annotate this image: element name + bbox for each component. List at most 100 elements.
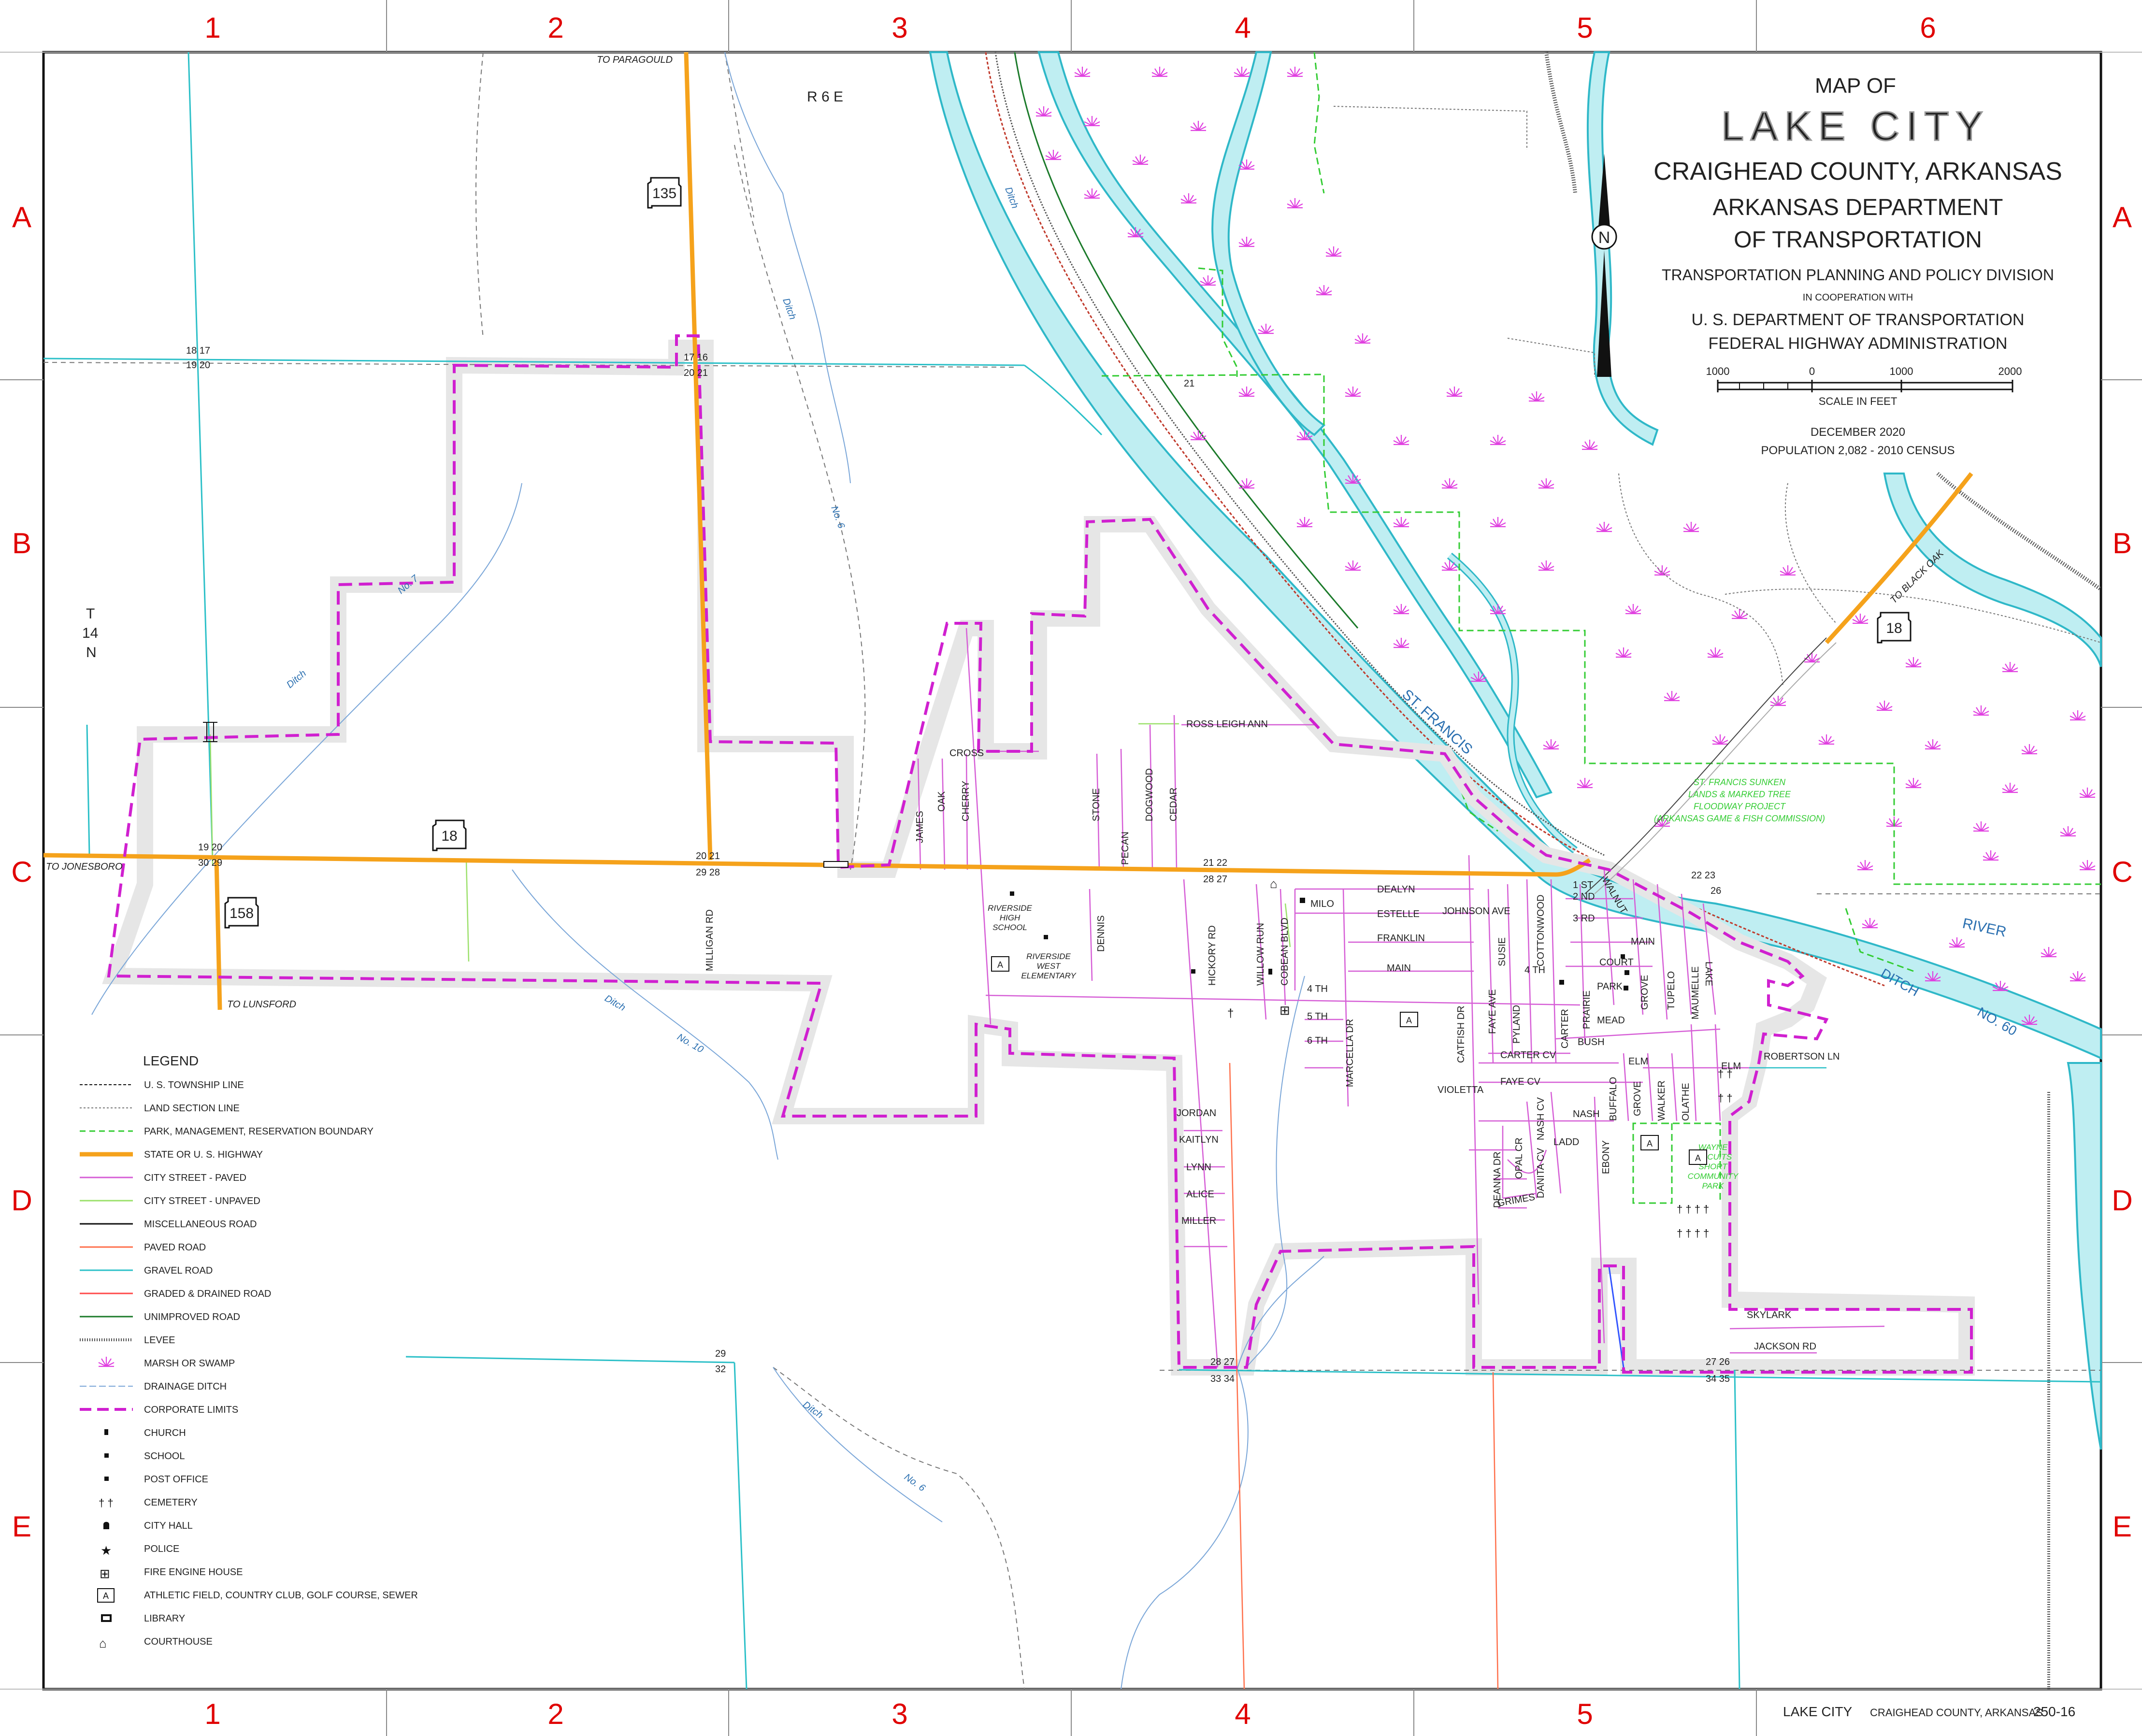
svg-text:20 21: 20 21	[684, 368, 708, 378]
svg-text:26: 26	[1711, 886, 1721, 896]
cemetery-icon: † † † †	[1677, 1203, 1709, 1215]
svg-text:27 26: 27 26	[1706, 1357, 1730, 1367]
grid-row-labels-left: A B C D E	[11, 201, 32, 1543]
label-no-10: No. 10	[676, 1032, 705, 1055]
grid-col-4-bottom: 4	[1235, 1698, 1251, 1730]
svg-text:21 22: 21 22	[1203, 858, 1227, 868]
fire-engine-house-icon: ⊞	[100, 1566, 110, 1581]
svg-text:CITY STREET - PAVED: CITY STREET - PAVED	[144, 1173, 246, 1183]
svg-text:CHURCH: CHURCH	[144, 1428, 186, 1438]
label-no-6-b: No. 6	[902, 1472, 927, 1494]
svg-text:WEST: WEST	[1036, 961, 1061, 971]
label-ditch-1: Ditch	[285, 668, 308, 690]
svg-text:18: 18	[441, 828, 457, 844]
label-walker: WALKER	[1656, 1080, 1667, 1121]
svg-text:LAND SECTION LINE: LAND SECTION LINE	[144, 1103, 240, 1114]
label-deanna-dr: DEANNA DR	[1492, 1151, 1503, 1208]
label-willow-run: WILLOW RUN	[1255, 923, 1266, 986]
label-alice: ALICE	[1186, 1189, 1214, 1200]
svg-text:DRAINAGE DITCH: DRAINAGE DITCH	[144, 1381, 227, 1392]
svg-text:PARK, MANAGEMENT, RESERVATION: PARK, MANAGEMENT, RESERVATION BOUNDARY	[144, 1126, 374, 1137]
grid-row-d: D	[11, 1184, 32, 1217]
grid-col-5-bottom: 5	[1577, 1698, 1593, 1730]
label-estelle: ESTELLE	[1377, 909, 1420, 919]
legend-samples	[80, 1084, 133, 1411]
label-milligan-rd: MILLIGAN RD	[704, 909, 715, 971]
cemetery-icon: † †	[1718, 1092, 1733, 1104]
section-numbers: 18 17 19 20 17 16 20 21 21 19 20 30 29 2…	[186, 345, 1730, 1384]
title-county: CRAIGHEAD COUNTY, ARKANSAS	[1653, 158, 2062, 186]
svg-text:A: A	[1695, 1153, 1701, 1163]
svg-text:34 35: 34 35	[1706, 1374, 1730, 1384]
svg-text:33 34: 33 34	[1210, 1374, 1235, 1384]
label-milo: MILO	[1310, 899, 1334, 909]
label-marcella-dr: MARCELLA DR	[1345, 1019, 1355, 1087]
label-kaitlyn: KAITLYN	[1179, 1134, 1219, 1145]
svg-text:28 27: 28 27	[1203, 874, 1227, 885]
grid-column-labels-top: 1 2 3 4 5 6	[204, 12, 1936, 44]
post-office-icon	[1624, 970, 1629, 975]
svg-text:U. S. TOWNSHIP LINE: U. S. TOWNSHIP LINE	[144, 1080, 244, 1090]
label-pyland: PYLAND	[1511, 1005, 1522, 1044]
label-elm-1: ELM	[1628, 1056, 1648, 1067]
svg-text:(ARKANSAS GAME & FISH COMMISSI: (ARKANSAS GAME & FISH COMMISSION)	[1654, 814, 1825, 823]
label-grove-n: GROVE	[1639, 975, 1650, 1010]
courthouse-icon: ⌂	[99, 1636, 107, 1650]
svg-text:18 17: 18 17	[186, 345, 210, 356]
grid-row-b-right: B	[2113, 527, 2132, 560]
label-ebony: EBONY	[1601, 1140, 1611, 1174]
grid-col-1: 1	[204, 12, 220, 44]
label-nash-cv: NASH CV	[1536, 1097, 1546, 1140]
shield-158: 158	[224, 897, 259, 929]
label-cherry: CHERRY	[961, 781, 971, 821]
post-office-icon	[1621, 954, 1625, 959]
title-dept-1: ARKANSAS DEPARTMENT	[1712, 195, 2003, 220]
label-park-st: PARK	[1597, 981, 1623, 992]
label-main-e: MAIN	[1631, 936, 1655, 947]
svg-text:1000: 1000	[1890, 365, 1913, 377]
athletic-field-icon	[991, 956, 1009, 972]
library-icon	[101, 1614, 112, 1622]
city-streets	[917, 628, 1885, 1368]
shield-135: 135	[647, 177, 682, 209]
grid-row-e: E	[12, 1510, 31, 1543]
athletic-field-icon	[1400, 1012, 1418, 1027]
park-label: ST. FRANCIS SUNKEN LANDS & MARKED TREE F…	[1654, 777, 1825, 823]
svg-text:COMMUNITY: COMMUNITY	[1688, 1172, 1739, 1181]
bridge-icon	[823, 861, 848, 868]
title-division: TRANSPORTATION PLANNING AND POLICY DIVIS…	[1662, 266, 2054, 284]
corporate-limits-halo	[102, 340, 1975, 1376]
cemetery-icon: †	[1227, 1007, 1234, 1020]
legend-heading: LEGEND	[143, 1053, 199, 1068]
label-to-black-oak: TO BLACK OAK	[1888, 547, 1946, 605]
svg-text:SCHOOL: SCHOOL	[144, 1451, 185, 1462]
svg-text:N: N	[1598, 229, 1610, 247]
label-oak: OAK	[936, 791, 947, 812]
label-ditch-3: Ditch	[603, 993, 627, 1013]
label-3rd: 3 RD	[1573, 913, 1595, 924]
label-dennis: DENNIS	[1096, 915, 1107, 952]
label-jordan: JORDAN	[1177, 1108, 1216, 1119]
svg-text:ELEMENTARY: ELEMENTARY	[1021, 971, 1077, 980]
label-cobean-blvd: COBEAN BLVD	[1279, 918, 1290, 986]
grid-row-c-right: C	[2112, 856, 2132, 888]
label-opal-cr: OPAL CR	[1514, 1137, 1524, 1179]
label-ditch-2: Ditch	[780, 297, 798, 321]
title-coop: IN COOPERATION WITH	[1803, 292, 1913, 303]
label-4th-w: 4 TH	[1307, 984, 1328, 994]
svg-text:FIRE ENGINE HOUSE: FIRE ENGINE HOUSE	[144, 1567, 243, 1578]
cemetery-icon: † †	[99, 1497, 114, 1509]
grid-col-3: 3	[891, 12, 907, 44]
school-icon	[104, 1453, 109, 1458]
svg-text:32: 32	[715, 1364, 726, 1375]
grid-col-6: 6	[1920, 12, 1936, 44]
label-elm-2: ELM	[1721, 1061, 1741, 1072]
park-boundaries	[1101, 52, 2101, 1204]
label-5th: 5 TH	[1307, 1011, 1328, 1022]
label-james: JAMES	[915, 811, 925, 843]
post-office-icon	[1559, 980, 1564, 985]
label-4th-e: 4 TH	[1524, 965, 1545, 976]
label-maumelle: MAUMELLE	[1690, 966, 1701, 1019]
